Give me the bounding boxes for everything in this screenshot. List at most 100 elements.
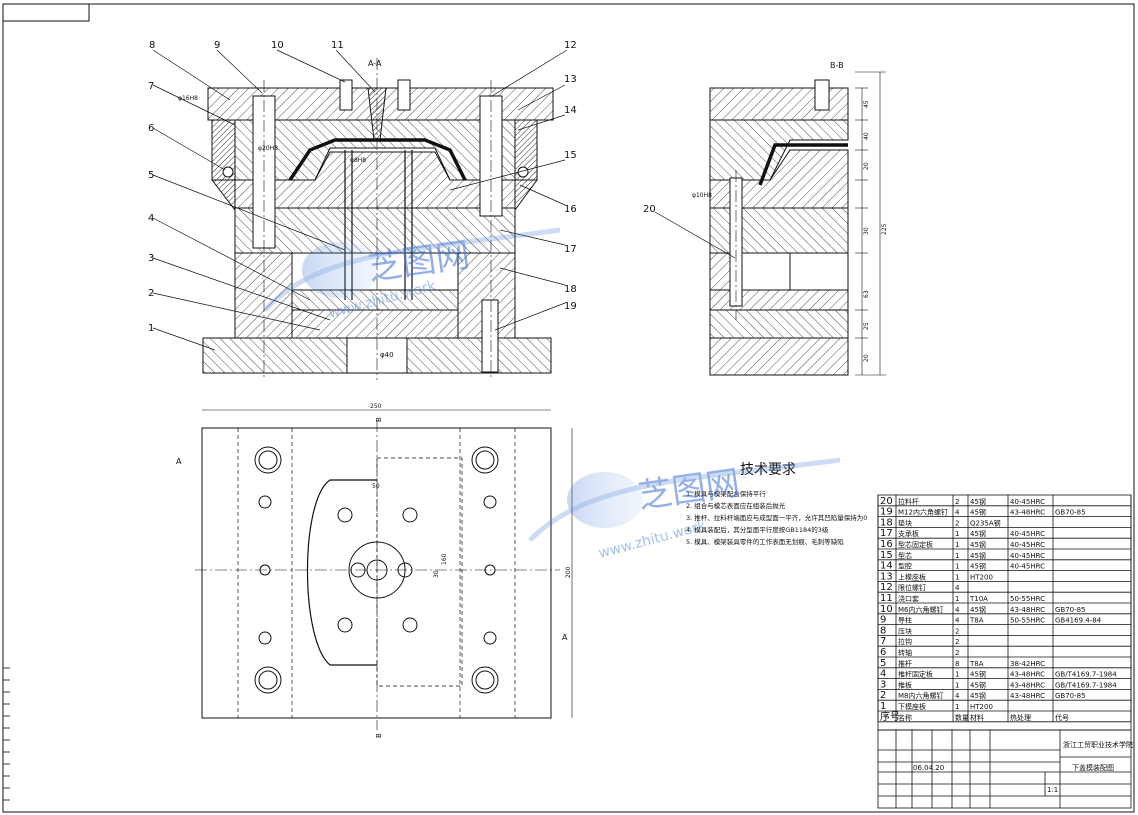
bom-cell: GB70-85	[1055, 509, 1086, 517]
callout-numbers: 8 9 10 11 12 13 14 15 16 17 18 19 7 6 5 …	[148, 40, 577, 334]
bom-cell: 43-48HRC	[1010, 681, 1045, 689]
bom-cell: 45钢	[970, 529, 986, 538]
bom-cell: 8	[955, 660, 959, 668]
bom-cell: 3	[880, 679, 886, 690]
bom-cell: 转轴	[898, 648, 912, 657]
bom-cell: 45钢	[970, 508, 986, 517]
section-mark-b-top: B	[375, 417, 383, 422]
bom-cell: 5	[880, 658, 886, 669]
bom-cell: 支承板	[898, 529, 919, 538]
bom-cell: 12	[880, 582, 893, 593]
dim-d40: φ40	[380, 351, 394, 359]
bom-cell: 压块	[898, 626, 912, 635]
tech-item-1: 1. 模具与模架配合保持平行	[686, 489, 766, 498]
bom-cell: 40-45HRC	[1010, 552, 1045, 560]
dim-h200: 200	[565, 566, 572, 578]
sheet-border	[2, 3, 1135, 813]
callout-16: 16	[564, 204, 577, 215]
callout-19: 19	[564, 301, 577, 312]
bom-cell: 45钢	[970, 680, 986, 689]
section-mark-a-left: A	[176, 457, 182, 466]
technical-requirements: 技术要求 1. 模具与模架配合保持平行 2. 组合与模芯表面应在组装后抛光 3.…	[686, 462, 867, 546]
callout-leader-20	[654, 211, 736, 259]
bom-cell: 1	[955, 573, 959, 581]
title-school: 浙江工贸职业技术学院	[1063, 740, 1133, 749]
bom-cell: 型腔	[898, 562, 912, 571]
bom-header-cell: 热处理	[1010, 713, 1031, 722]
bom-cell: 2	[955, 627, 959, 635]
section-label-b-b: B-B	[830, 61, 844, 70]
bom-cell: 型芯固定板	[898, 540, 933, 549]
bom-cell: 1	[955, 552, 959, 560]
bom-cell: GB/T4169.7-1984	[1055, 671, 1117, 679]
bom-cell: 1	[955, 681, 959, 689]
tech-item-5: 5. 模具、模架装具零件的工作表面无划痕、毛刺等缺陷	[686, 537, 844, 546]
section-a-a-view	[202, 58, 554, 380]
bom-cell: T8A	[969, 660, 984, 668]
bom-cell: 40-45HRC	[1010, 498, 1045, 506]
bom-cell: 38-42HRC	[1010, 660, 1045, 668]
section-b-b-view	[709, 79, 849, 376]
bom-cell: 45钢	[970, 670, 986, 679]
dim-d30: 30	[433, 570, 440, 578]
bom-cell: 18	[880, 517, 893, 528]
bom-cell: 推板	[898, 680, 912, 689]
section-mark-b-bottom: B	[375, 733, 383, 738]
bom-cell: 10	[880, 604, 893, 615]
bom-cell: 45钢	[970, 497, 986, 506]
callout-8: 8	[149, 40, 155, 51]
callout-6: 6	[148, 123, 154, 134]
callout-2: 2	[148, 288, 154, 299]
bom-cell: 43-48HRC	[1010, 692, 1045, 700]
bom-cell: 4	[955, 584, 960, 592]
bom-cell: M12内六角螺钉	[898, 508, 948, 517]
bom-cell: 14	[880, 561, 893, 572]
dim-d50: 50	[372, 483, 380, 490]
callout-7: 7	[148, 81, 154, 92]
bom-cell: 2	[955, 519, 959, 527]
bom-cell: 浇口套	[898, 594, 919, 603]
bom-cell: GB70-85	[1055, 692, 1086, 700]
bom-cell: 45钢	[970, 562, 986, 571]
tech-item-4: 4. 模具装配后，其分型面平行度按GB1184的3级	[686, 525, 829, 534]
bom-header-cell: 序号	[880, 710, 900, 723]
svg-text:20: 20	[863, 162, 870, 170]
bom-cell: 19	[880, 507, 893, 518]
left-margin-ticks	[3, 667, 10, 801]
callout-4: 4	[148, 213, 154, 224]
bom-cell: 20	[880, 496, 893, 507]
callout-18: 18	[564, 284, 577, 295]
bom-cell: HT200	[970, 703, 993, 711]
bom-cell: T8A	[969, 617, 984, 625]
bom-cell: 型芯	[898, 551, 912, 560]
dim-d16: φ16H8	[178, 95, 198, 102]
bom-header-cell: 材料	[970, 713, 984, 722]
bom-cell: 4	[880, 669, 886, 680]
bom-cell: 1	[955, 563, 959, 571]
callout-9: 9	[214, 40, 220, 51]
bom-cell: 拉料杆	[898, 497, 919, 506]
bom-cell: GB/T4169.7-1984	[1055, 681, 1117, 689]
bom-cell: T10A	[969, 595, 988, 603]
bom-cell: 1	[955, 671, 959, 679]
bom-cell: 50-55HRC	[1010, 617, 1045, 625]
bom-cell: 9	[880, 615, 886, 626]
callout-leaders	[152, 49, 568, 351]
bom-cell: 导柱	[898, 616, 912, 625]
bom-cell: 43-48HRC	[1010, 509, 1045, 517]
bom-cell: 15	[880, 550, 893, 561]
bom-cell: 2	[955, 649, 959, 657]
bom-cell: 40-45HRC	[1010, 530, 1045, 538]
title-drawing-name: 下盖模装配图	[1072, 763, 1114, 772]
callout-17: 17	[564, 244, 577, 255]
callout-12: 12	[564, 40, 577, 51]
svg-text:30: 30	[863, 227, 870, 235]
callout-10: 10	[271, 40, 284, 51]
title-block	[877, 729, 1132, 809]
bom-cell: 40-45HRC	[1010, 541, 1045, 549]
section-label-a-a: A-A	[368, 59, 382, 68]
tech-item-2: 2. 组合与模芯表面应在组装后抛光	[686, 501, 786, 510]
bom-cell: 17	[880, 528, 893, 539]
